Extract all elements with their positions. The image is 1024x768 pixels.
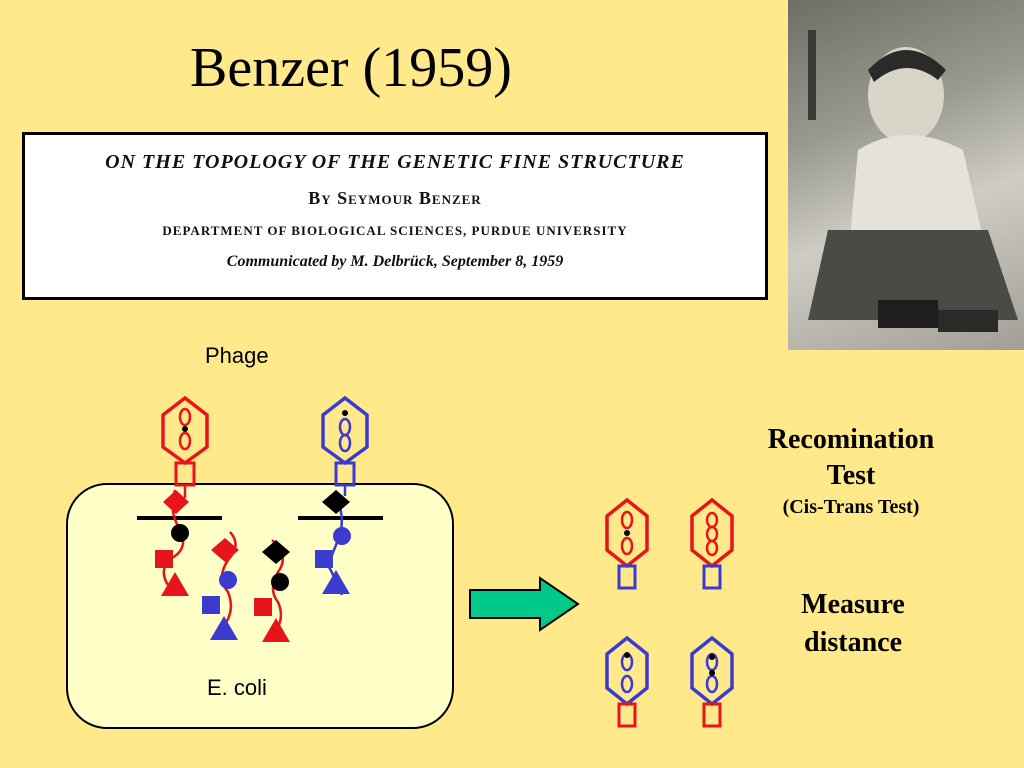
measure-line-2: distance [804, 627, 902, 658]
dna-mixed-left [202, 531, 239, 640]
recombination-test-label: Recomination Test [742, 422, 960, 494]
dna-left-red [155, 489, 189, 596]
phage-blue-top [321, 395, 369, 496]
measure-line-1: Measure [801, 589, 905, 620]
slide-title: Benzer (1959) [190, 37, 512, 99]
dna-right-blue [315, 490, 351, 596]
paper-header-image: ON THE TOPOLOGY OF THE GENETIC FINE STRU… [22, 132, 768, 300]
result-phage-red-2 [690, 497, 734, 590]
result-phage-blue-2 [690, 635, 734, 728]
recombination-line-2: Test [826, 460, 876, 491]
benzer-photo [788, 0, 1024, 350]
phage-red-top [161, 395, 209, 498]
dna-mixed-right [254, 539, 290, 642]
ecoli-label: E. coli [207, 675, 267, 700]
paper-communicated: Communicated by M. Delbrück, September 8… [226, 253, 564, 270]
paper-department: DEPARTMENT OF BIOLOGICAL SCIENCES, PURDU… [162, 223, 628, 238]
result-phage-red-1 [605, 497, 649, 590]
recombination-line-1: Recomination [767, 424, 935, 455]
measure-distance-label: Measure distance [742, 586, 964, 662]
result-phage-blue-1 [605, 635, 649, 728]
phage-label: Phage [205, 343, 269, 368]
cis-trans-label: (Cis-Trans Test) [782, 496, 920, 518]
paper-author: By Seymour Benzer [308, 188, 482, 208]
result-arrow [469, 576, 580, 632]
paper-title: ON THE TOPOLOGY OF THE GENETIC FINE STRU… [105, 151, 685, 173]
